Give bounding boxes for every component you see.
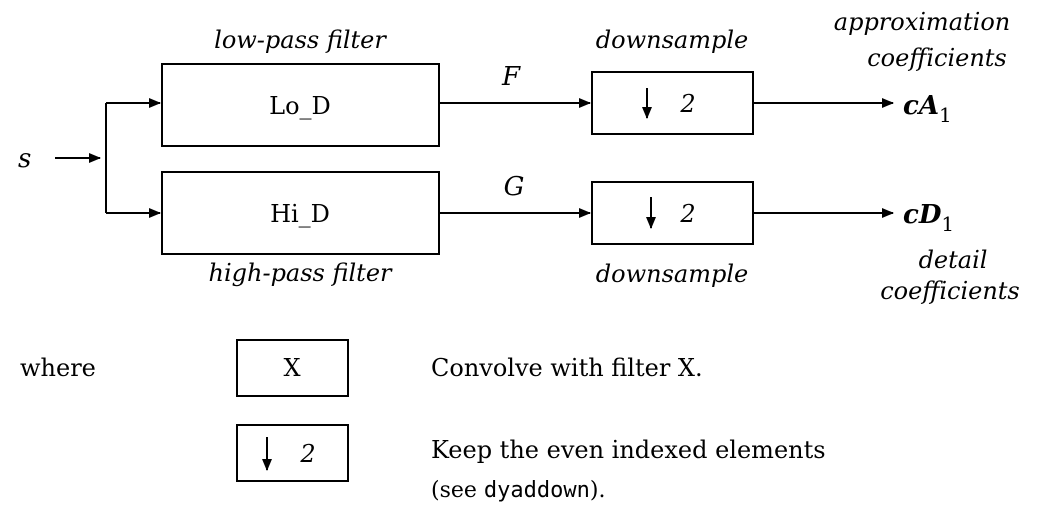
detail-label: detail xyxy=(919,246,988,274)
lo-d-filter-box xyxy=(161,63,440,147)
cd1-output-label: cD1 xyxy=(903,200,954,236)
low-downsample-label: downsample xyxy=(596,26,748,54)
legend-x-label: X xyxy=(283,354,300,382)
where-label: where xyxy=(20,354,96,382)
ca1-output-label: cA1 xyxy=(903,91,952,127)
legend-convolve-text: Convolve with filter X. xyxy=(431,354,703,382)
low-downsample-factor: 2 xyxy=(679,90,695,118)
lo-d-label: Lo_D xyxy=(269,92,331,120)
approximation-label: approximation xyxy=(834,8,1010,36)
legend-see-dyaddown: (see dyaddown). xyxy=(431,478,605,503)
approximation-coefficients-label: coefficients xyxy=(867,44,1007,72)
low-downsample-box xyxy=(591,71,754,135)
high-downsample-factor: 2 xyxy=(679,200,695,228)
high-downsample-box xyxy=(591,181,754,245)
input-signal-label: s xyxy=(18,144,31,174)
high-downsample-label: downsample xyxy=(596,260,748,288)
hi-d-label: Hi_D xyxy=(270,200,330,228)
signal-f-label: F xyxy=(501,62,521,92)
high-pass-filter-label: high-pass filter xyxy=(209,259,394,287)
low-pass-filter-label: low-pass filter xyxy=(214,26,387,54)
legend-downsample-box xyxy=(236,424,349,482)
dyaddown-code: dyaddown xyxy=(484,478,590,503)
legend-convolve-box xyxy=(236,339,349,397)
legend-downsample-text: Keep the even indexed elements xyxy=(431,436,826,464)
legend-downsample-factor: 2 xyxy=(299,440,315,468)
signal-g-label: G xyxy=(504,172,525,202)
hi-d-filter-box xyxy=(161,171,440,255)
detail-coefficients-label: coefficients xyxy=(880,277,1020,305)
